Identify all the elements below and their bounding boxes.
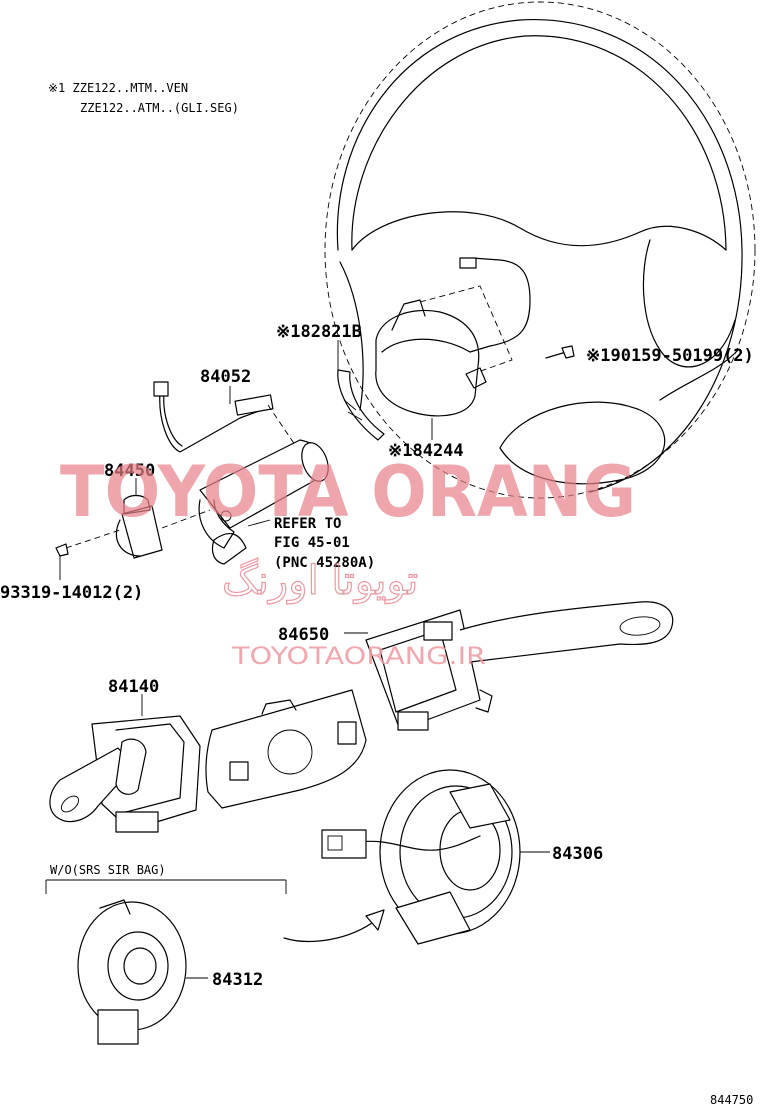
note-line-1: ※1 ZZE122..MTM..VEN (48, 81, 188, 95)
switch-84312 (77, 899, 208, 1045)
wire-connector-icon (459, 257, 477, 269)
switch-84650 (344, 601, 674, 731)
label-184244: ※184244 (388, 441, 464, 461)
label-84450: 84450 (104, 461, 155, 481)
steering-wheel (324, 1, 756, 499)
watermark-url: TOYOTAORANG.IR (231, 642, 486, 670)
switch-bracket (205, 689, 367, 809)
label-190159: ※190159-50199(2) (586, 346, 754, 366)
spiral-cable-84306 (321, 769, 550, 945)
horn-pad-184244 (375, 285, 513, 417)
arrow-icon (283, 919, 377, 943)
refer-line-3: (PNC 45280A) (274, 555, 375, 571)
horn-wire (461, 257, 531, 353)
note-line-2: ZZE122..ATM..(GLI.SEG) (80, 101, 239, 115)
refer-line-2: FIG 45-01 (274, 535, 350, 551)
wo-srs-bracket (45, 879, 287, 894)
watermark-persian: تویوتا اورنگ (222, 558, 418, 604)
label-182821b: ※182821B (276, 322, 362, 342)
label-84650: 84650 (278, 625, 329, 645)
label-84312: 84312 (212, 970, 263, 990)
screw-90159-icon (545, 345, 575, 359)
label-93319: 93319-14012(2) (0, 583, 143, 603)
arrow-head-icon (365, 909, 385, 931)
refer-line-1: REFER TO (274, 516, 341, 532)
screw-93319-icon (55, 543, 69, 580)
wo-srs-label: W/O(SRS SIR BAG) (50, 863, 166, 877)
label-84140: 84140 (108, 677, 159, 697)
switch-84140 (49, 694, 201, 833)
figure-code: 844750 (710, 1093, 753, 1107)
label-84052: 84052 (200, 367, 251, 387)
label-84306: 84306 (552, 844, 603, 864)
switch-84450 (65, 478, 211, 559)
column-cover-ref (198, 439, 329, 565)
emblem-182821b (337, 369, 385, 441)
watermark-main: TOYOTA ORANG (60, 451, 636, 533)
